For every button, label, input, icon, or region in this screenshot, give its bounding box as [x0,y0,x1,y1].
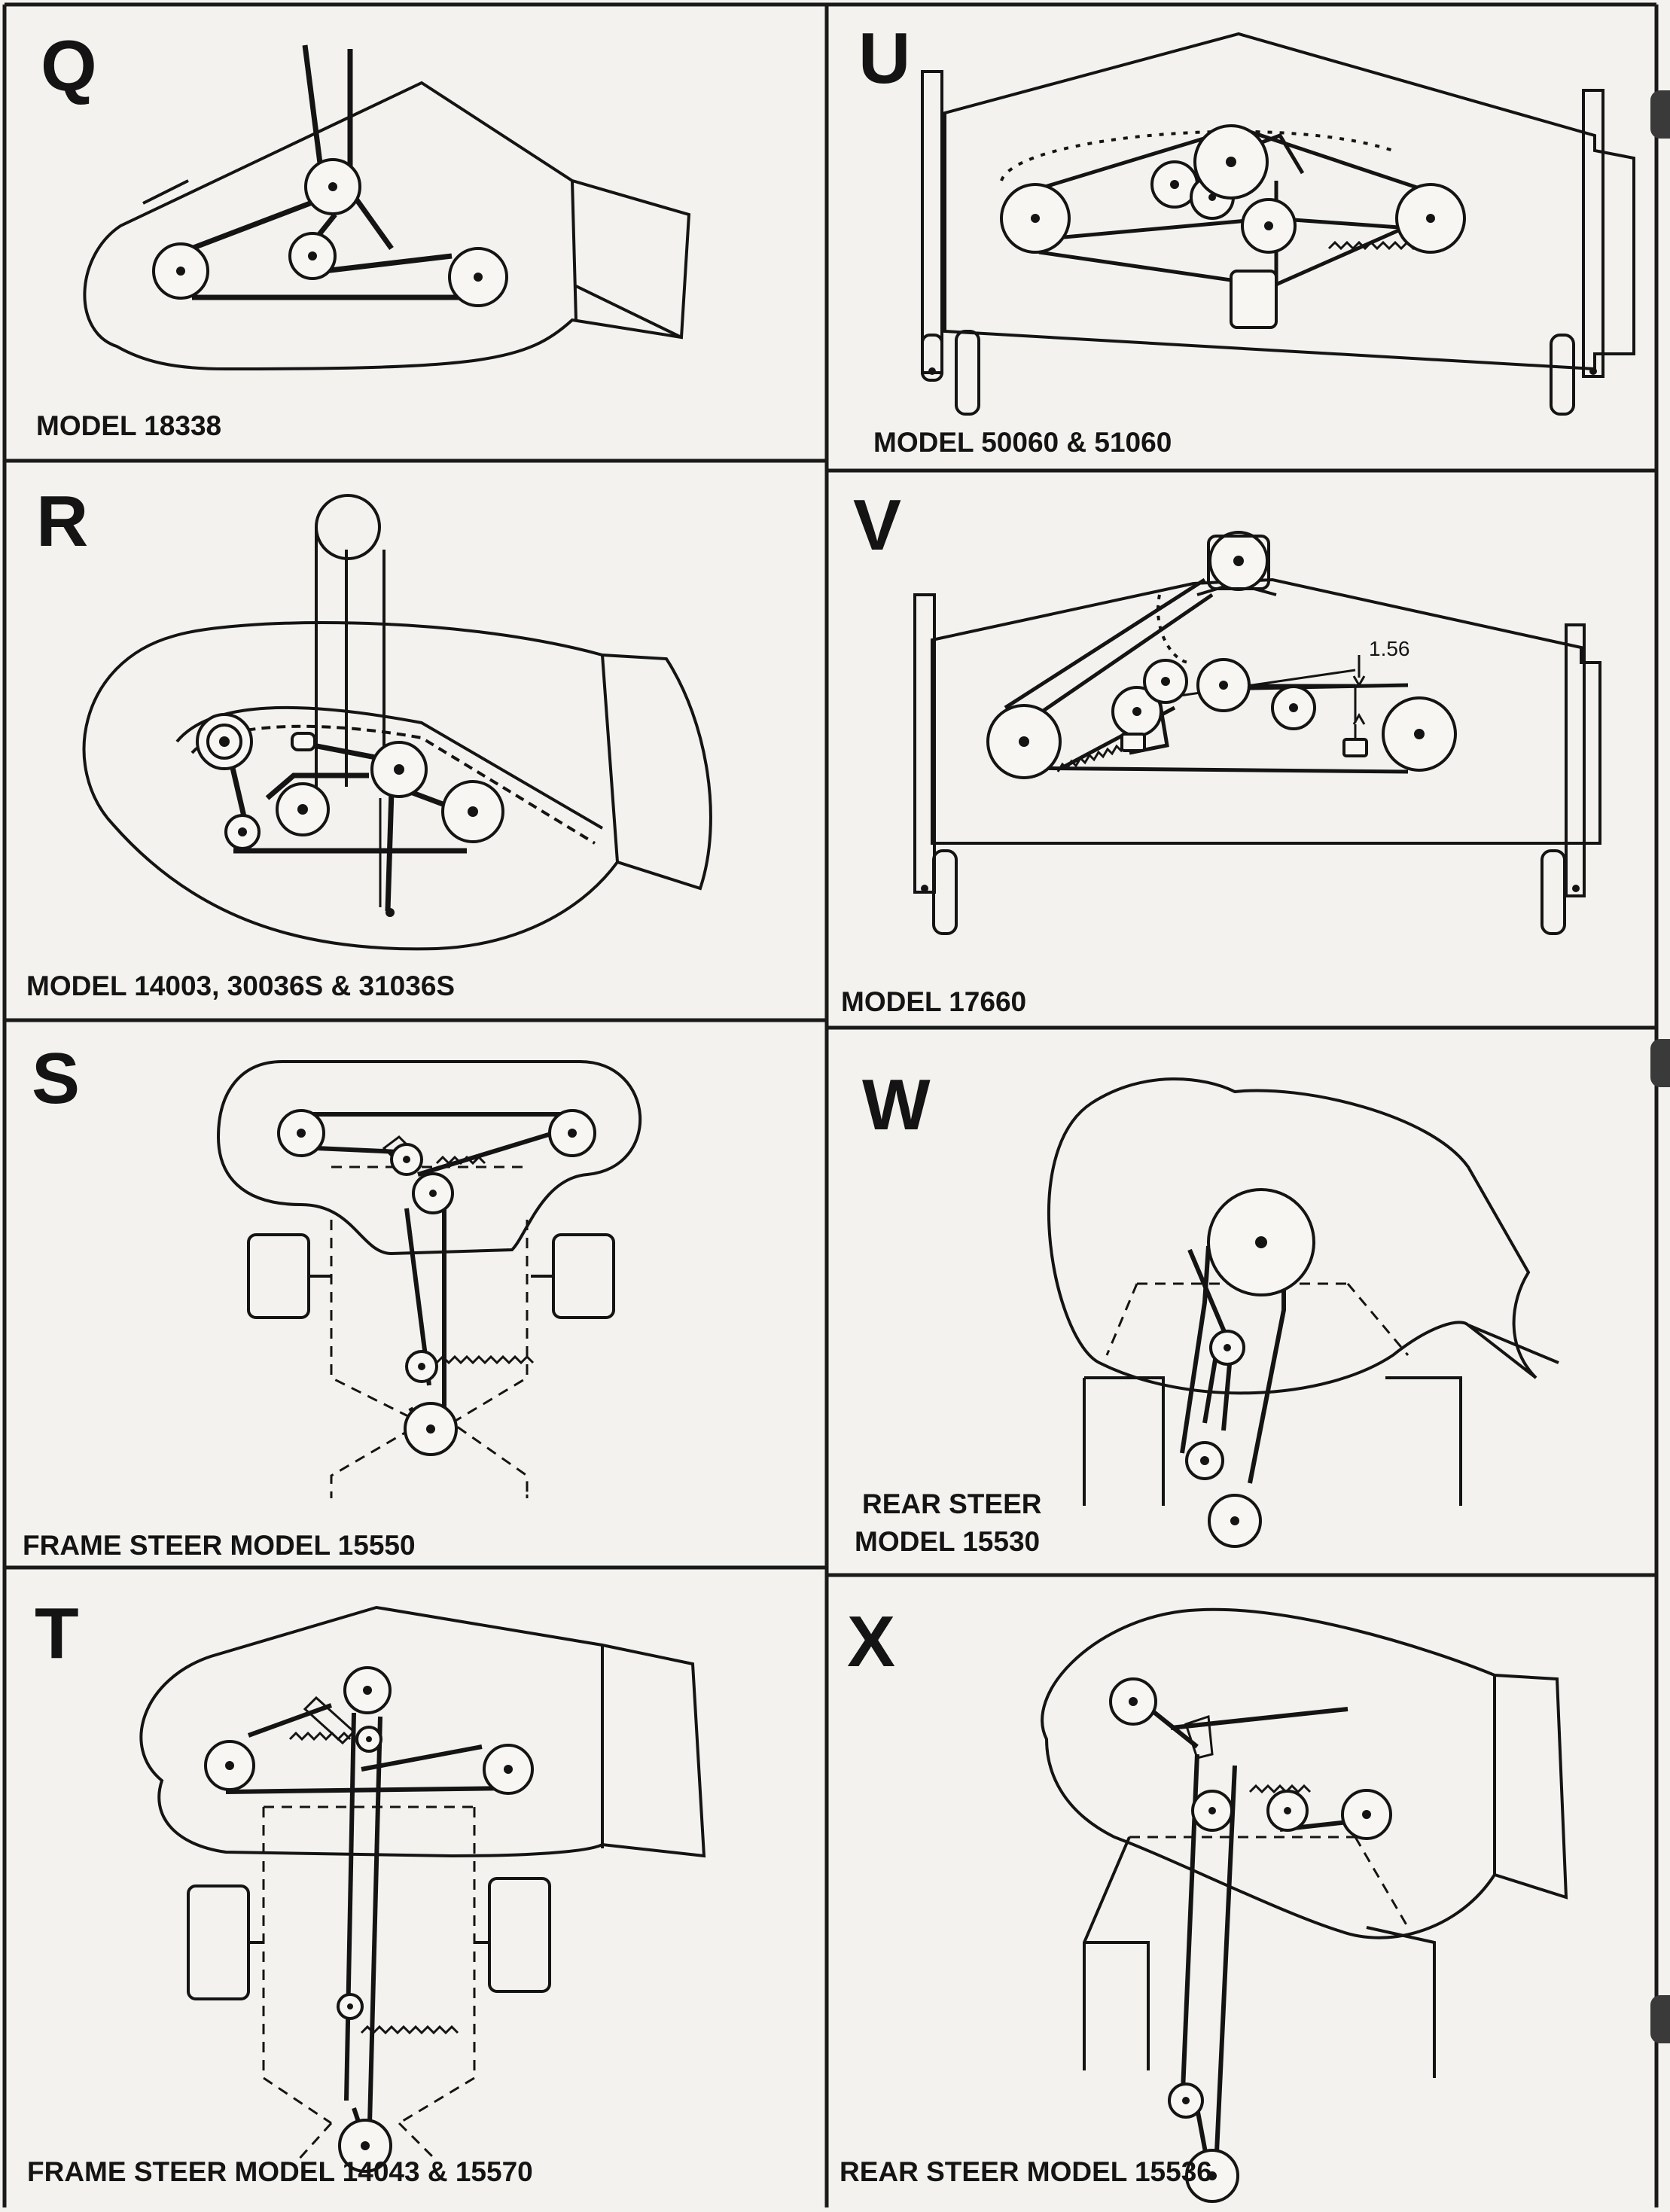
panel-letter-q: Q [41,26,97,106]
caption-w-line1: REAR STEER [862,1488,1042,1519]
belt-diagram-w [1047,1077,1559,1548]
caption-t: FRAME STEER MODEL 14043 & 15570 [27,2156,533,2187]
caption-r: MODEL 14003, 30036S & 31036S [26,970,456,1001]
panel-letter-r: R [36,481,88,562]
panel-letter-u: U [858,18,910,99]
caption-s: FRAME STEER MODEL 15550 [23,1530,416,1561]
belt-diagram-t [139,1605,706,2173]
binder-hole-bottom [1650,1995,1670,2043]
panel-letter-w: W [862,1065,931,1145]
belt-diagram-q [83,44,691,371]
binder-hole-top [1650,90,1670,139]
dimension-label: 1.56 [1369,637,1410,660]
caption-q: MODEL 18338 [36,410,222,441]
belt-diagram-r [82,494,712,951]
belt-diagram-u [921,32,1635,416]
binder-hole-middle [1650,1039,1670,1087]
panel-letter-t: T [35,1593,79,1674]
caption-v: MODEL 17660 [841,986,1027,1017]
caption-x: REAR STEER MODEL 15536 [840,2156,1212,2187]
caption-w-line2: MODEL 15530 [855,1526,1041,1557]
panel-letter-s: S [32,1038,80,1119]
belt-diagram-v [913,531,1601,935]
caption-u: MODEL 50060 & 51060 [873,427,1172,458]
panel-letter-v: V [853,485,901,565]
panel-letter-x: X [847,1601,895,1682]
belt-diagram-s [216,1060,642,1498]
